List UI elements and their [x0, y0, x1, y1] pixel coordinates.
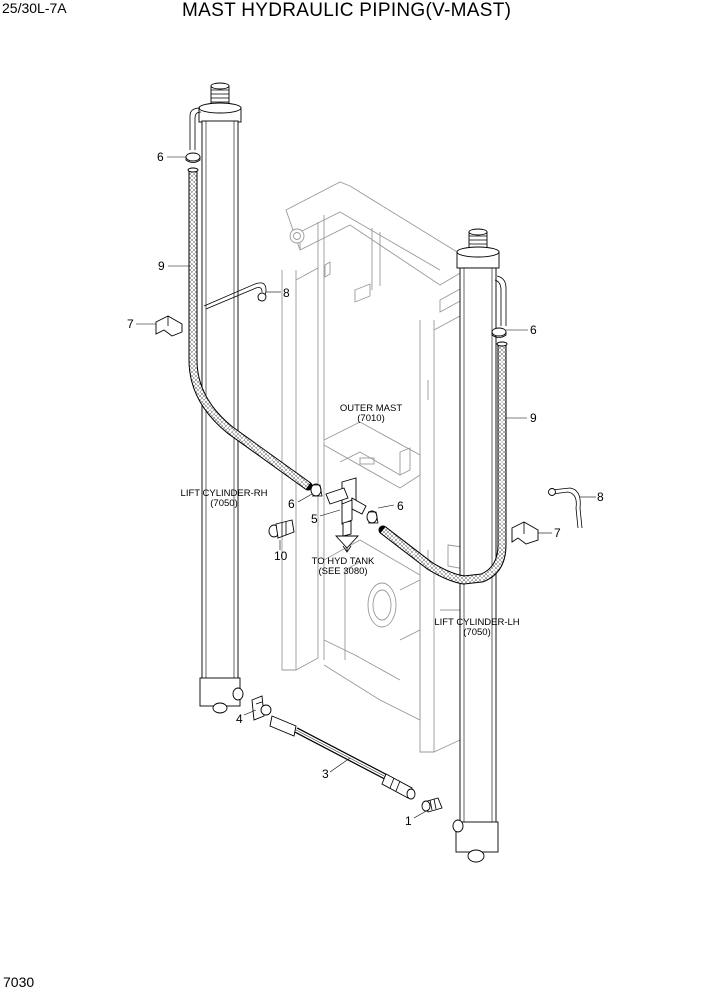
callout-9: 9 [530, 411, 537, 425]
pipe-3 [269, 715, 416, 800]
callout-9: 9 [158, 259, 165, 273]
lift-cylinder-lh-label: LIFT CYLINDER-LH [434, 617, 519, 628]
hose-lh [378, 341, 508, 585]
connector-10 [268, 519, 295, 539]
outer-mast-label: OUTER MAST [340, 403, 402, 414]
callout-3: 3 [322, 767, 329, 781]
wire-clamp-8-right [548, 487, 583, 529]
callout-10: 10 [274, 549, 288, 563]
callout-7: 7 [127, 317, 134, 331]
hose-rh [187, 167, 313, 491]
lift-cylinder-rh-label: LIFT CYLINDER-RH [181, 488, 268, 499]
outer-mast-ref: (7010) [357, 413, 384, 424]
callout-8: 8 [597, 490, 604, 504]
to-hyd-tank-ref: (SEE 3080) [318, 566, 367, 577]
callout-4: 4 [236, 712, 243, 726]
callout-6: 6 [288, 497, 295, 511]
lift-cylinder-rh-ref: (7050) [210, 498, 237, 509]
callout-7: 7 [554, 526, 561, 540]
model-number: 25/30L-7A [2, 0, 67, 16]
tee-fitting [325, 477, 367, 553]
callout-8: 8 [283, 286, 290, 300]
connector-1 [421, 797, 443, 813]
leader-lines [136, 156, 596, 819]
wire-clamp-8-left [203, 282, 267, 310]
callout-5: 5 [311, 512, 318, 526]
callout-6: 6 [530, 323, 537, 337]
page-title: MAST HYDRAULIC PIPING(V-MAST) [182, 0, 512, 21]
clip-7-left [155, 315, 183, 337]
lift-cylinder-lh [452, 228, 507, 863]
lift-cylinder-lh-ref: (7050) [463, 627, 490, 638]
callout-6: 6 [397, 499, 404, 513]
to-hyd-tank-label: TO HYD TANK [312, 556, 375, 567]
page-number: 7030 [3, 974, 35, 990]
callout-numbers: 6 9 7 8 6 9 8 7 6 6 5 10 4 3 1 [127, 150, 604, 828]
component-labels: OUTER MAST (7010) LIFT CYLINDER-RH (7050… [181, 403, 520, 638]
outer-mast-frame [281, 181, 481, 753]
elbow-4 [251, 695, 272, 721]
clip-7-right [511, 521, 539, 545]
callout-1: 1 [405, 814, 412, 828]
callout-6: 6 [157, 150, 164, 164]
